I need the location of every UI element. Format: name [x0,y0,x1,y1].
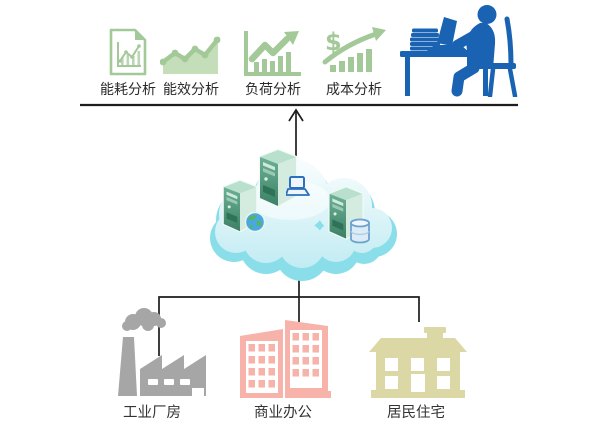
source-label-residential: 居民住宅 [387,405,445,421]
dollar-growth-icon: $ [322,27,386,72]
workstation-icon [286,176,310,196]
analyst-at-desk-icon [400,5,518,97]
globe-icon [244,211,266,233]
module-load: 负荷分析 [240,22,306,97]
source-label-commercial: 商业办公 [254,405,312,421]
bar-chart-arrow-icon [244,31,301,76]
module-energy-consumption: 能耗分析 [96,22,160,97]
database-icon [350,218,370,244]
document-chart-icon [109,28,147,76]
factory-icon [118,308,206,396]
module-label: 能耗分析 [100,82,156,98]
module-label: 负荷分析 [245,82,301,98]
source-label-industrial: 工业厂房 [123,405,181,421]
house-icon [369,327,467,398]
module-label: 成本分析 [326,82,382,98]
module-cost: $ 成本分析 [318,22,390,97]
module-label: 能效分析 [163,82,219,98]
office-buildings-icon [240,320,331,398]
arrowhead-up-icon [288,108,304,122]
area-chart-icon [160,36,221,74]
module-energy-efficiency: 能效分析 [158,22,224,97]
dollar-symbol: $ [325,28,342,56]
